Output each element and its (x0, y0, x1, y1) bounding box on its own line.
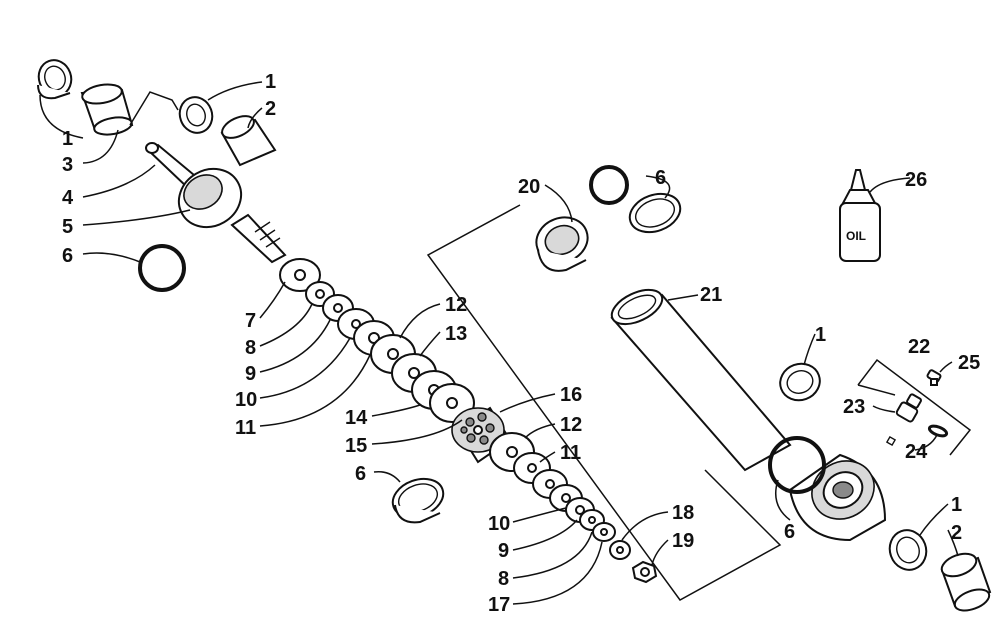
wear-ring-part-6-top (628, 192, 682, 234)
callout-1-left: 1 (62, 128, 73, 150)
callout-16: 16 (560, 384, 582, 406)
valve-group-22 (857, 358, 972, 456)
callout-1-right: 1 (815, 324, 826, 346)
oil-label: OIL (846, 229, 866, 243)
cap-part-25 (926, 369, 942, 386)
sleeve-part-2-top (220, 115, 277, 167)
callout-9-a: 9 (245, 363, 256, 385)
reservoir-cap-part-20 (535, 216, 589, 272)
assembly-zigzag (129, 91, 179, 126)
oring-part-6-left (138, 244, 186, 292)
callout-1-bottom: 1 (951, 494, 962, 516)
washer-part-18 (609, 540, 631, 560)
callout-2-bottom: 2 (951, 522, 962, 544)
nut-part-19 (631, 560, 658, 584)
callout-3: 3 (62, 154, 73, 176)
callout-15: 15 (345, 435, 367, 457)
callout-8-a: 8 (245, 337, 256, 359)
callout-6-top: 6 (655, 167, 666, 189)
bushing-part-1-top (178, 96, 214, 134)
oring-part-6-top (589, 165, 629, 205)
callout-10-a: 10 (235, 389, 257, 411)
shock-body-housing (788, 453, 887, 542)
callout-21: 21 (700, 284, 722, 306)
callout-25: 25 (958, 352, 980, 374)
callout-12-a: 12 (445, 294, 467, 316)
callout-26: 26 (905, 169, 927, 191)
callout-numbers: 1 2 1 3 4 5 6 7 8 9 10 11 12 13 14 15 6 … (62, 71, 980, 616)
valve-part-23 (885, 393, 922, 447)
callout-6-left: 6 (62, 245, 73, 267)
callout-2-top: 2 (265, 98, 276, 120)
callout-4: 4 (62, 187, 74, 209)
oring-part-24 (927, 424, 949, 438)
callout-17: 17 (488, 594, 510, 616)
wear-band-part-6-mid (391, 477, 445, 524)
leader-lines (39, 81, 959, 605)
oring-part-6-bottom (768, 436, 826, 494)
reservoir-tube-part-21 (610, 288, 792, 472)
callout-5: 5 (62, 216, 73, 238)
callout-13: 13 (445, 323, 467, 345)
callout-14: 14 (345, 407, 368, 429)
callout-18: 18 (672, 502, 694, 524)
callout-11-a: 11 (235, 417, 256, 439)
callout-12-b: 12 (560, 414, 582, 436)
washer-part-7 (279, 258, 321, 292)
bushing-part-1-bottom (888, 529, 928, 571)
callout-11-b: 11 (560, 442, 581, 464)
shaft-eye-part-5 (145, 142, 287, 264)
callout-23: 23 (843, 396, 865, 418)
bushing-part-1-top-left (37, 59, 73, 100)
callout-20: 20 (518, 176, 540, 198)
callout-6-bottom: 6 (784, 521, 795, 543)
callout-19: 19 (672, 530, 694, 552)
callout-6-mid: 6 (355, 463, 366, 485)
callout-1-top: 1 (265, 71, 276, 93)
callout-7: 7 (245, 310, 256, 332)
callout-22: 22 (908, 336, 930, 358)
oil-bottle-part-26: OIL (839, 169, 881, 262)
washer-part-8-c (592, 522, 616, 542)
sleeve-part-2-bottom (940, 552, 992, 612)
reservoir-group-frame (426, 204, 782, 601)
callout-10-b: 10 (488, 513, 510, 535)
bushing-part-1-right (779, 362, 821, 402)
callout-24: 24 (905, 441, 928, 463)
callout-9-b: 9 (498, 540, 509, 562)
sleeve-part-3 (80, 83, 134, 136)
callout-8-b: 8 (498, 568, 509, 590)
